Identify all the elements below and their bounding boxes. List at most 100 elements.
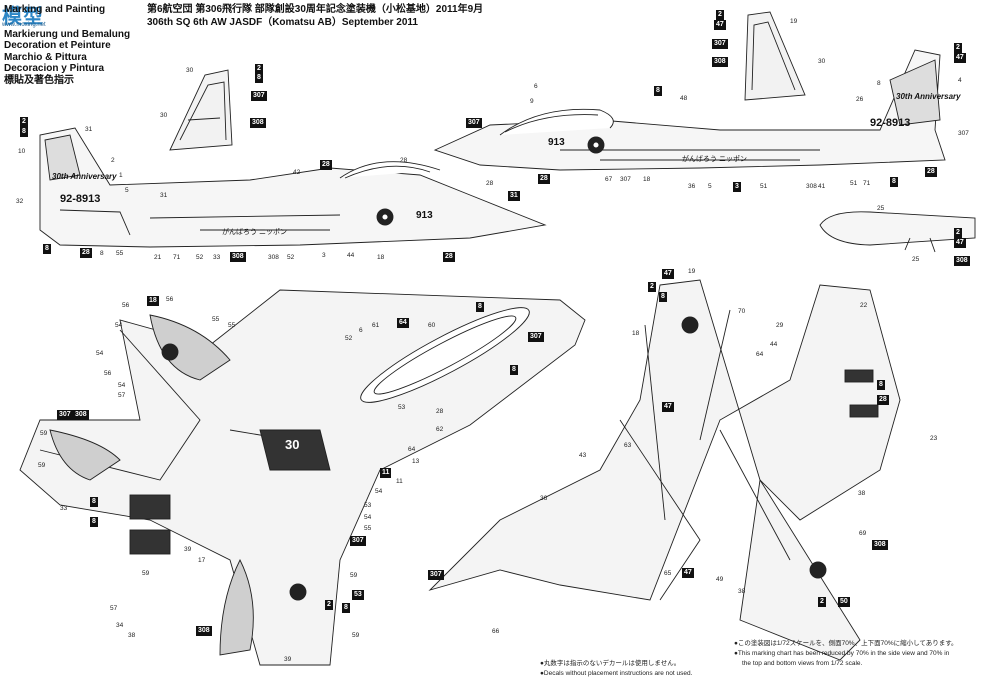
callout-number: 28 [436,408,444,415]
serial-number-left: 92-8913 [60,193,101,205]
callout-number: 25 [877,205,885,212]
callout-number: 6 [534,83,538,90]
color-code-box: 2 [818,597,826,607]
color-code-box: 8 [90,517,98,527]
color-code-box: 308 [954,256,970,266]
callout-number: 2 [111,157,115,164]
callout-number: 52 [345,335,353,342]
callout-number: 54 [364,514,372,521]
nose-text-right: がんばろう ニッポン [682,156,747,163]
color-code-box: 308 [250,118,266,128]
color-code-box: 308 [196,626,212,636]
callout-number: 52 [196,254,204,261]
callout-number: 5 [125,187,129,194]
callout-number: 1 [119,172,123,179]
callout-number: 59 [352,632,360,639]
callout-number: 71 [173,254,181,261]
side-number-left: 913 [416,210,433,221]
callout-number: 22 [860,302,868,309]
header-unit-jp: 第6航空団 第306飛行隊 部隊創設30周年記念塗装機（小松基地）2011年9月 [147,4,484,15]
callout-number: 308 [268,254,279,261]
callout-number: 10 [18,148,26,155]
callout-number: 30 [818,58,826,65]
callout-number: 54 [96,350,104,357]
color-code-box: 8 [255,73,263,83]
callout-number: 29 [776,322,784,329]
color-code-box: 8 [43,244,51,254]
callout-number: 70 [738,308,746,315]
top-badge-number: 30 [285,437,300,452]
tail-anniversary-right: 30th Anniversary [896,92,961,101]
callout-number: 56 [166,296,174,303]
callout-number: 39 [184,546,192,553]
color-code-box: 308 [712,57,728,67]
watermark-text: 模型 [2,6,44,28]
callout-number: 39 [284,656,292,663]
color-code-box: 47 [682,568,694,578]
color-code-box: 2 [325,600,333,610]
callout-number: 6 [359,327,363,334]
callout-number: 49 [716,576,724,583]
color-code-box: 18 [147,296,159,306]
header-es: Decoracion y Pintura [4,63,105,74]
callout-number: 38 [738,588,746,595]
note-right-en2: the top and bottom views from 1/72 scale… [742,660,863,667]
callout-number: 53 [364,502,372,509]
callout-number: 55 [364,525,372,532]
header-title: Marking and Painting [4,4,106,15]
callout-number: 59 [142,570,150,577]
color-code-box: 28 [538,174,550,184]
callout-number: 54 [115,322,123,329]
callout-number: 56 [122,302,130,309]
callout-number: 31 [85,126,93,133]
watermark-url: www.moxing.net [2,22,46,28]
callout-number: 51 [760,183,768,190]
callout-number: 63 [624,442,632,449]
callout-number: 26 [856,96,864,103]
color-code-box: 308 [872,540,888,550]
color-code-box: 8 [890,177,898,187]
callout-number: 36 [688,183,696,190]
callout-number: 18 [643,176,651,183]
callout-number: 55 [212,316,220,323]
color-code-box: 8 [659,292,667,302]
callout-number: 38 [858,490,866,497]
callout-number: 44 [770,341,778,348]
callout-number: 11 [396,478,403,485]
callout-number: 33 [213,254,221,261]
callout-number: 69 [859,530,867,537]
callout-number: 41 [818,183,826,190]
color-code-box: 2 [954,228,962,238]
callout-number: 8 [100,250,104,257]
callout-number: 31 [160,192,168,199]
color-code-box: 307 [712,39,728,49]
callout-number: 19 [790,18,798,25]
nose-text-left: がんばろう ニッポン [222,229,287,236]
callout-number: 21 [154,254,162,261]
color-code-box: 28 [443,252,455,262]
callout-number: 60 [428,322,436,329]
header-unit-en: 306th SQ 6th AW JASDF（Komatsu AB）Septemb… [147,17,418,28]
callout-number: 30 [160,112,168,119]
callout-number: 13 [412,458,420,465]
callout-number: 3 [322,252,326,259]
callout-number: 71 [863,180,871,187]
callout-number: 5 [708,183,712,190]
callout-number: 57 [118,392,126,399]
color-code-box: 47 [662,402,674,412]
callout-number: 18 [377,254,385,261]
color-code-box: 307 [466,118,482,128]
callout-number: 64 [408,446,416,453]
callout-number: 66 [492,628,500,635]
callout-number: 62 [436,426,444,433]
color-code-box: 8 [476,302,484,312]
color-code-box: 2 [255,64,263,74]
callout-number: 54 [375,488,383,495]
callout-number: 59 [40,430,48,437]
color-code-box: 11 [380,468,392,478]
color-code-box: 8 [877,380,885,390]
callout-number: 65 [664,570,672,577]
color-code-box: 28 [320,160,332,170]
callout-number: 32 [16,198,24,205]
color-code-box: 307 [350,536,366,546]
